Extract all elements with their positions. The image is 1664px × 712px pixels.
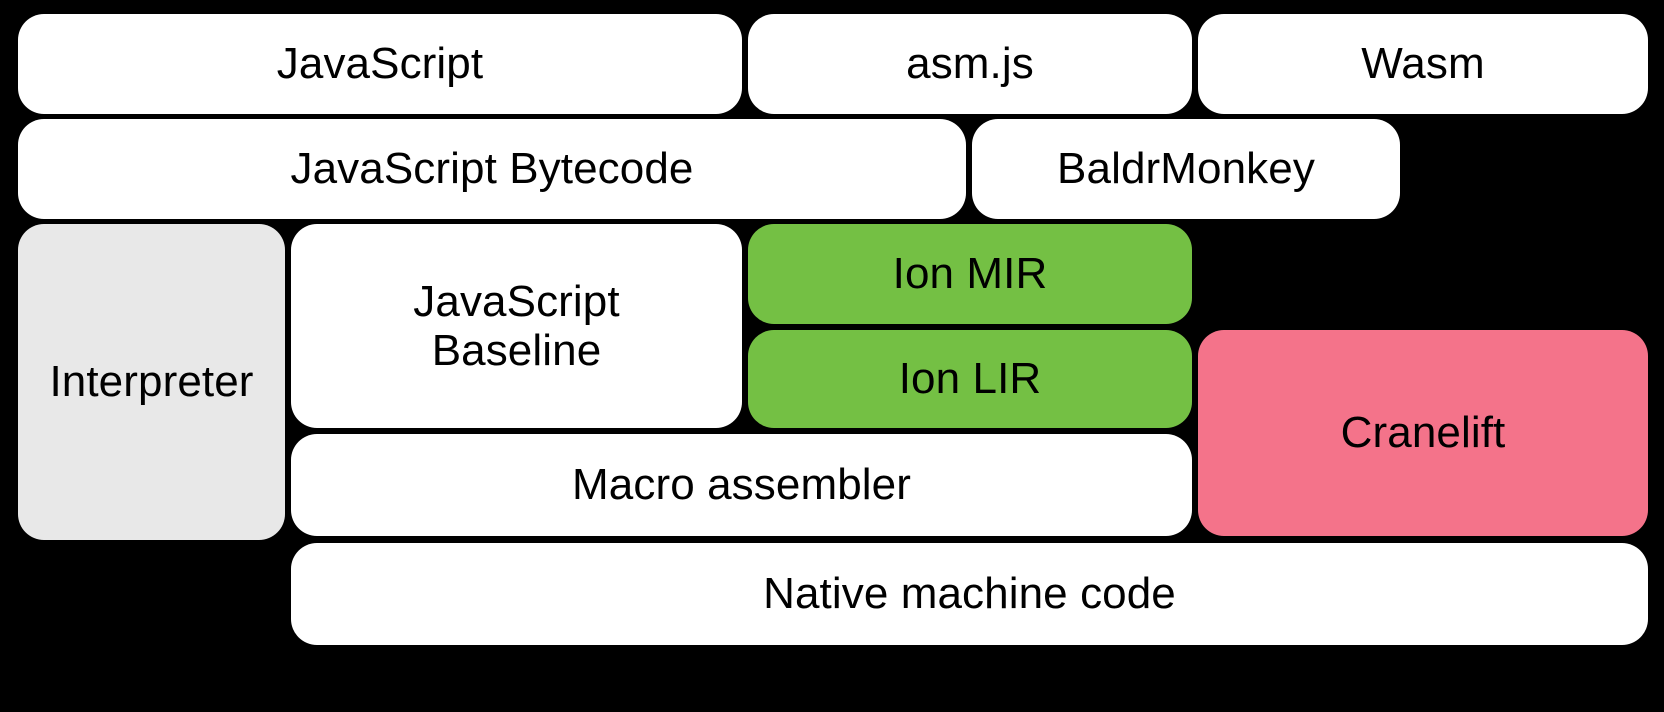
node-native-machine-code[interactable]: Native machine code: [291, 543, 1648, 645]
node-javascript-bytecode[interactable]: JavaScript Bytecode: [18, 119, 966, 219]
node-ion-lir[interactable]: Ion LIR: [748, 330, 1192, 428]
node-interpreter[interactable]: Interpreter: [18, 224, 285, 540]
node-wasm[interactable]: Wasm: [1198, 14, 1648, 114]
node-asmjs[interactable]: asm.js: [748, 14, 1192, 114]
node-javascript[interactable]: JavaScript: [18, 14, 742, 114]
node-ion-mir[interactable]: Ion MIR: [748, 224, 1192, 324]
node-baldrmonkey[interactable]: BaldrMonkey: [972, 119, 1400, 219]
node-cranelift[interactable]: Cranelift: [1198, 330, 1648, 536]
node-macro-assembler[interactable]: Macro assembler: [291, 434, 1192, 536]
node-javascript-baseline[interactable]: JavaScript Baseline: [291, 224, 742, 428]
